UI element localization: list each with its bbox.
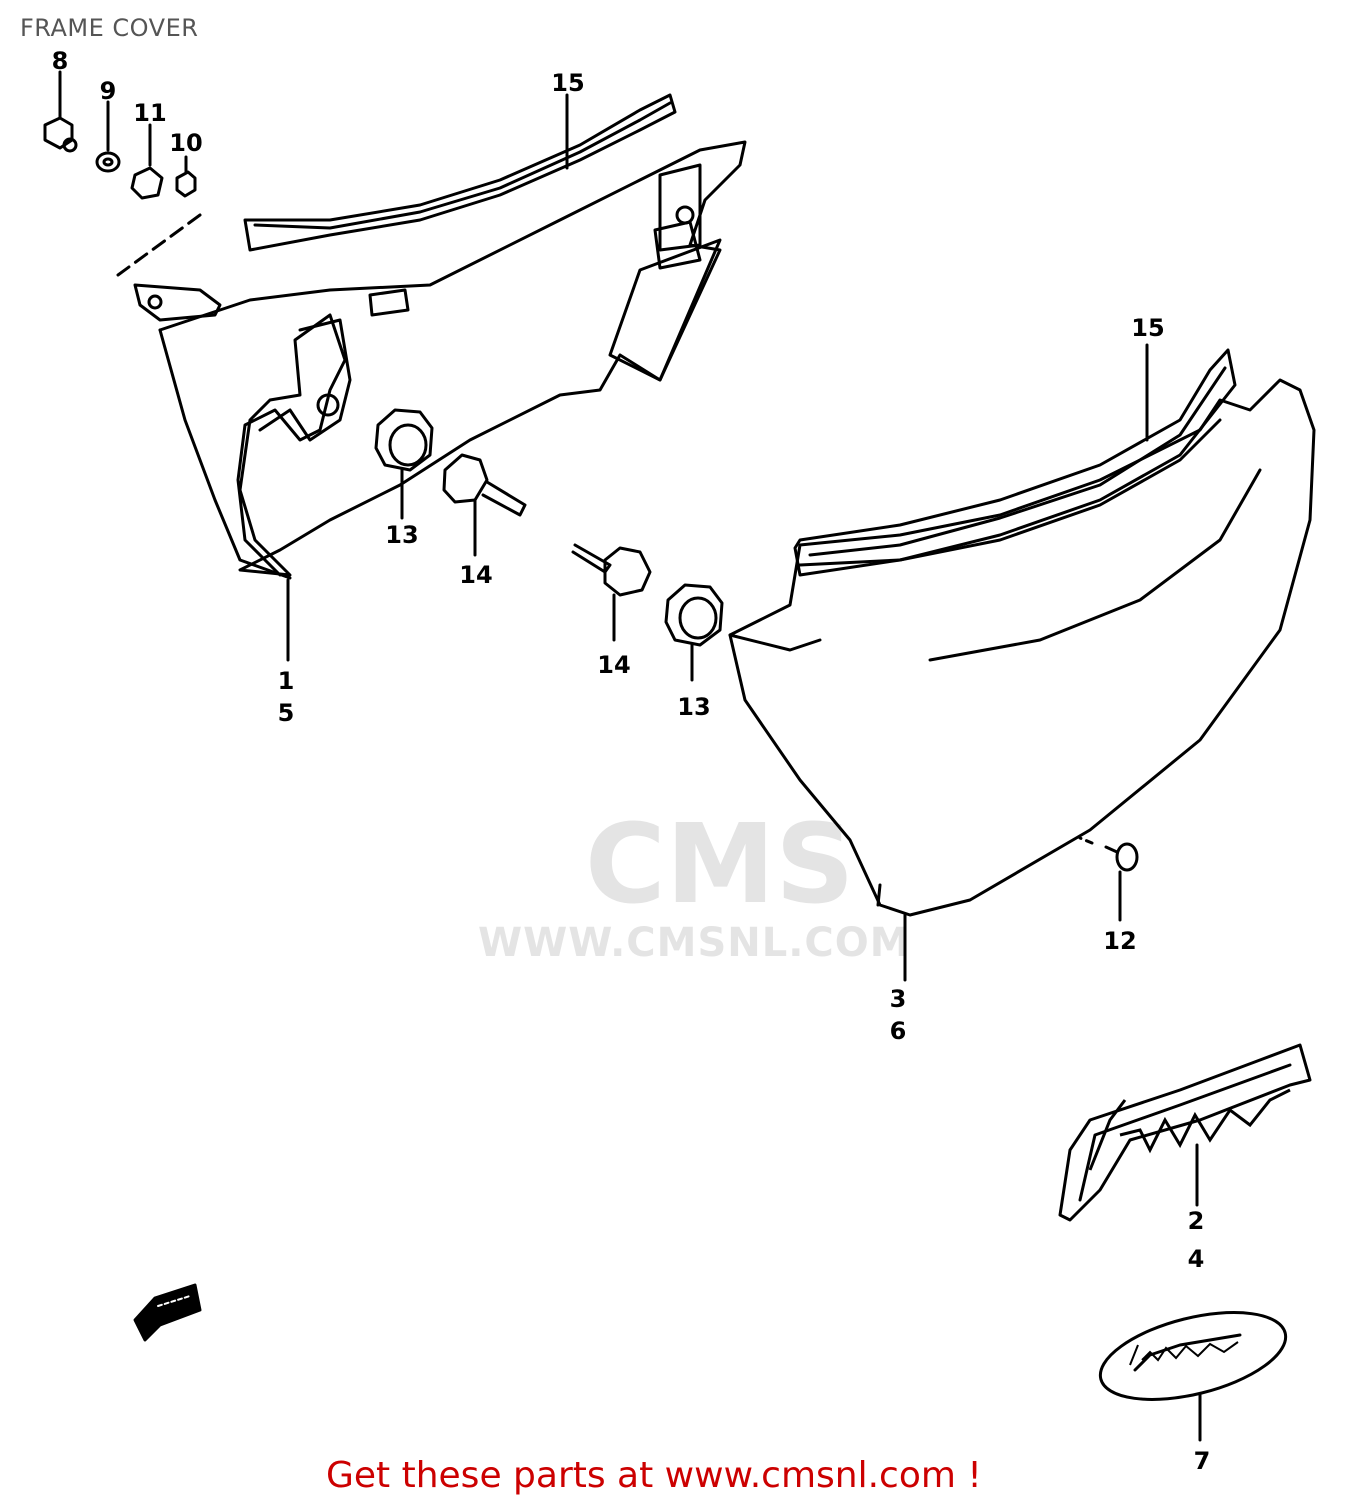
screw-12 [1078, 836, 1139, 922]
callout-14-right: 14 [597, 651, 631, 679]
page-title: FRAME COVER [20, 14, 199, 42]
footer-link[interactable]: Get these parts at www.cmsnl.com ! [326, 1455, 982, 1496]
trim-strip-upper [243, 93, 677, 252]
callout-7: 7 [1193, 1447, 1211, 1475]
badge-lettering-icon [1129, 1341, 1239, 1366]
callout-6: 6 [889, 1017, 907, 1045]
callout-15-upper: 15 [551, 69, 585, 97]
emblem-lettering-icon [1088, 1088, 1291, 1171]
right-frame-cover [728, 378, 1316, 982]
watermark-logo: CMS [585, 800, 855, 928]
grommet-and-bolt-right [571, 543, 724, 682]
grommet-and-bolt-left [374, 408, 527, 557]
callout-12: 12 [1103, 927, 1137, 955]
callout-5: 5 [277, 699, 295, 727]
callout-13-left: 13 [385, 521, 419, 549]
callout-1: 1 [277, 667, 295, 695]
left-frame-cover [116, 140, 747, 580]
emblem-intruder [1058, 1043, 1312, 1222]
badge-oval [1098, 1311, 1288, 1442]
front-arrow-icon [133, 1283, 202, 1342]
trim-strip-lower [793, 348, 1237, 577]
callout-2: 2 [1187, 1207, 1205, 1235]
callout-11: 11 [133, 99, 167, 127]
callout-15-lower: 15 [1131, 314, 1165, 342]
small-fasteners [43, 70, 197, 200]
callout-9: 9 [99, 77, 117, 105]
callout-8: 8 [51, 47, 69, 75]
callout-3: 3 [889, 985, 907, 1013]
watermark-url: WWW.CMSNL.COM [478, 920, 911, 966]
callout-10: 10 [169, 129, 203, 157]
callout-13-right: 13 [677, 693, 711, 721]
callout-4: 4 [1187, 1245, 1205, 1273]
callout-14-left: 14 [459, 561, 493, 589]
